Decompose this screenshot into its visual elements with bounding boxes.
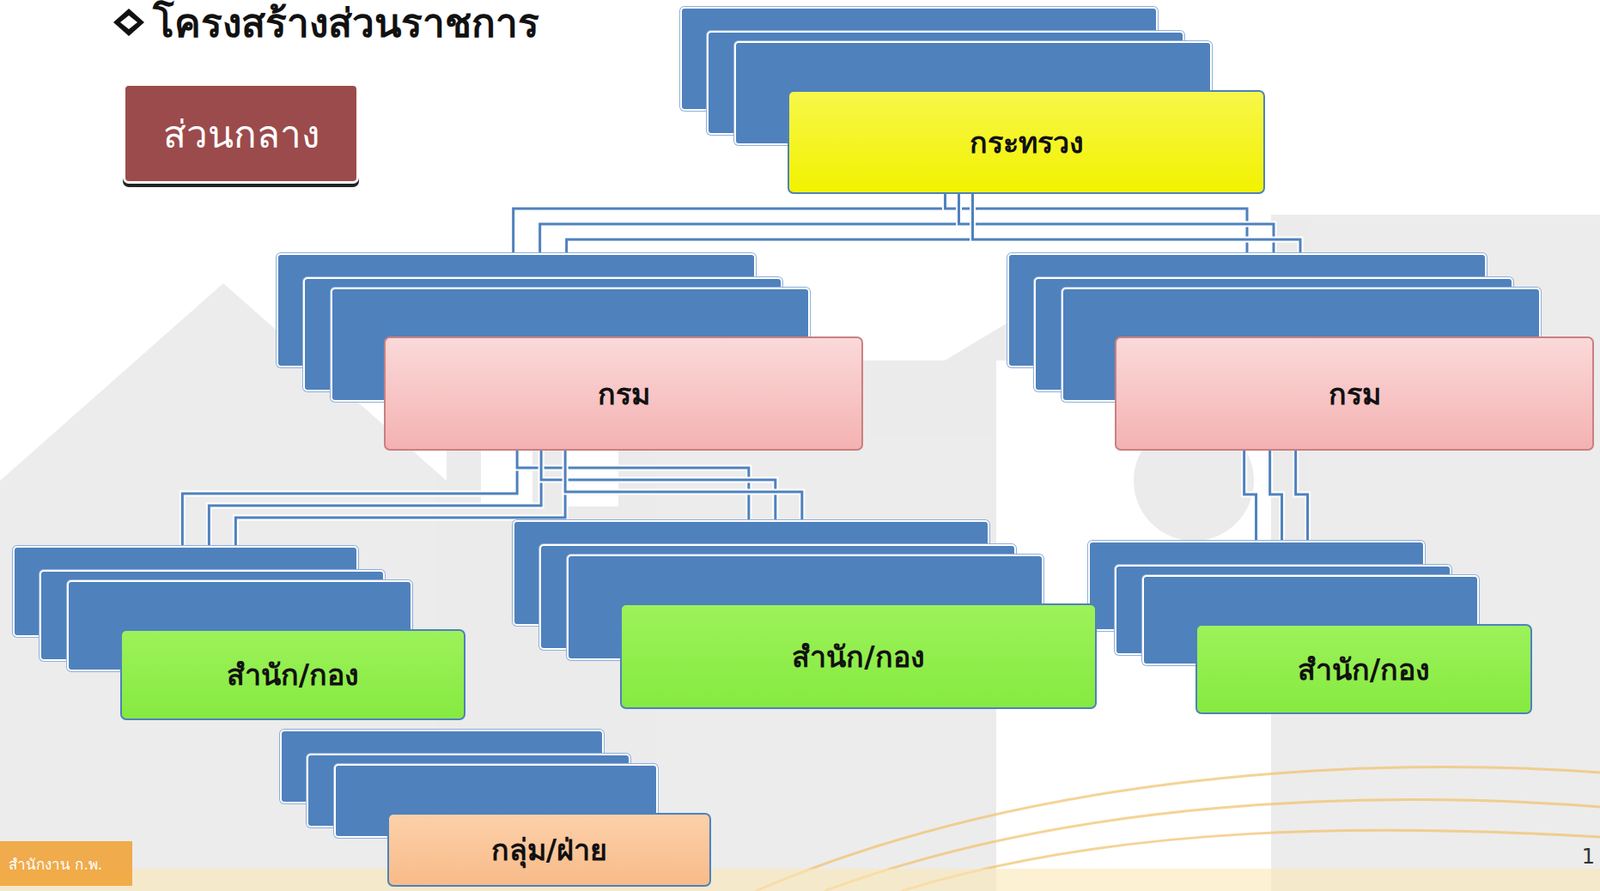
section-label: ส่วนกลาง (122, 83, 359, 184)
logo-plate (0, 841, 133, 887)
logo-text: สำนักงาน ก.พ. (8, 852, 103, 877)
bureau-box: สำนัก/กอง (120, 629, 466, 721)
title-bullet (113, 8, 145, 37)
bottom-band (0, 869, 1600, 891)
title-bullet-inner (120, 15, 138, 30)
page-number: 1 (1581, 845, 1595, 870)
slide-title: โครงสร้างส่วนราชการ (152, 0, 540, 48)
node-text: สำนัก/กอง (791, 633, 925, 681)
node-text: สำนัก/กอง (226, 651, 359, 699)
department-box: กรม (1114, 336, 1594, 451)
department-box: กรม (383, 336, 864, 451)
ministry-box: กระทรวง (787, 90, 1266, 195)
node-text: กรม (1328, 371, 1381, 418)
node-text: กลุ่ม/ฝ่าย (491, 827, 608, 874)
node-text: สำนัก/กอง (1297, 646, 1430, 694)
bureau-box: สำนัก/กอง (620, 603, 1097, 710)
building-silhouette (0, 214, 1600, 891)
group-box: กลุ่ม/ฝ่าย (387, 813, 712, 888)
bureau-box: สำนัก/กอง (1195, 624, 1533, 715)
node-text: กรม (597, 371, 651, 418)
node-text: ส่วนกลาง (163, 103, 320, 165)
node-text: กระทรวง (969, 119, 1084, 166)
